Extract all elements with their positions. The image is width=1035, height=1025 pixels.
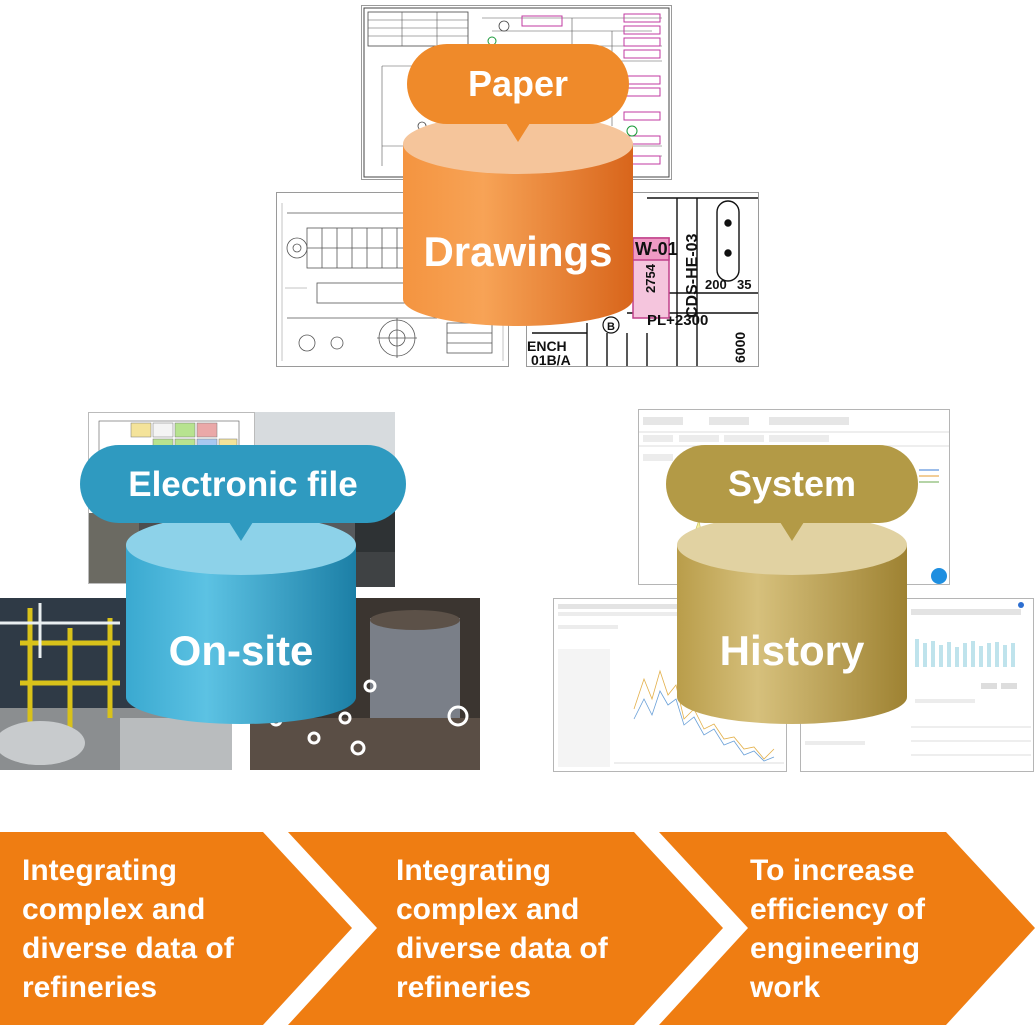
drawing-label: 6000 xyxy=(732,332,748,363)
drawing-label: 200 xyxy=(705,277,727,292)
paper-database-icon: Paper Drawings xyxy=(403,44,633,326)
chevron-3 xyxy=(659,832,1035,1025)
drawing-label: CDS-HE-03 xyxy=(684,233,701,318)
arrow-text-1: Integrating complex and diverse data of … xyxy=(22,854,234,1004)
drawing-label: PL+2300 xyxy=(647,312,708,329)
electronic-database-icon: Electronic file On-site xyxy=(80,445,406,724)
drawing-label: ENCH xyxy=(527,338,567,354)
svg-text:B: B xyxy=(607,321,615,333)
arrow-text-3: To increase efficiency of engineering wo… xyxy=(750,854,926,1004)
chevron-2 xyxy=(288,832,723,1025)
drawing-label: W-01 xyxy=(635,239,678,259)
bubble-label: Paper xyxy=(468,63,568,104)
bubble-label: Electronic file xyxy=(128,465,358,504)
bubble-label: System xyxy=(728,463,856,504)
system-database-icon: System History xyxy=(666,445,918,724)
drawing-label: 2754 xyxy=(643,263,658,293)
chevron-shapes xyxy=(0,832,1035,1025)
history-chart-screenshot xyxy=(800,598,1034,772)
cylinder-label: History xyxy=(720,627,865,674)
cylinder-label: Drawings xyxy=(423,228,612,275)
drawing-label: 35 xyxy=(737,277,751,292)
drawing-label: 01B/A xyxy=(531,352,571,366)
chevron-1 xyxy=(0,832,352,1025)
arrow-text-2: Integrating complex and diverse data of … xyxy=(396,854,608,1004)
cylinder-label: On-site xyxy=(169,627,314,674)
